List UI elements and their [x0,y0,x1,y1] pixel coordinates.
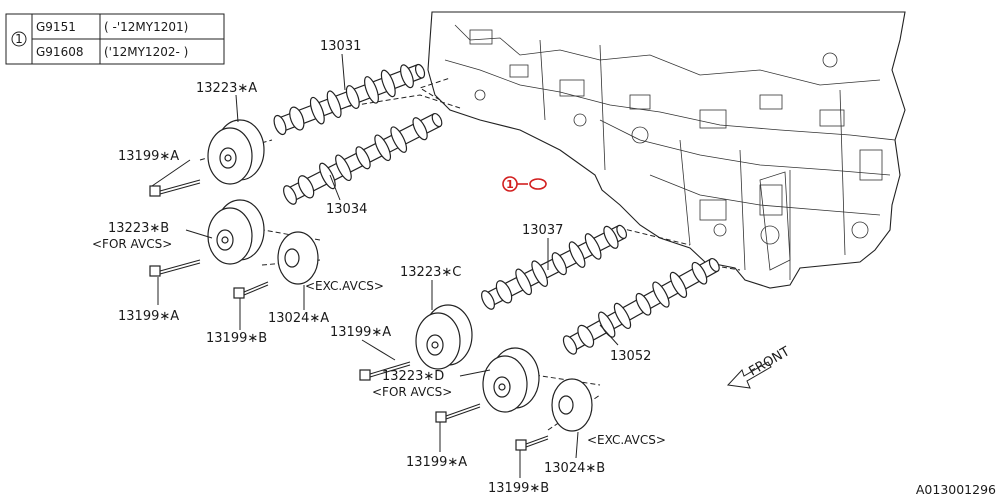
label-13052: 13052 [610,349,651,364]
label-13199-a-2: 13199∗A [118,309,179,324]
label-13223-a: 13223∗A [196,81,257,96]
label-13031: 13031 [320,39,361,54]
label-13223-c: 13223∗C [400,265,461,280]
label-13199-a-1: 13199∗A [118,149,179,164]
bolt-13199-b-2 [515,435,549,451]
front-arrow-icon [726,361,772,389]
bolt-13199-b-1 [233,281,269,299]
label-13199-b-2: 13199∗B [488,481,549,496]
label-for-avcs-2: <FOR AVCS> [372,385,452,399]
legend-ref-number: 1 [15,32,23,46]
legend-table: 1 G9151 ( -'12MY1201) G91608 ('12MY1202-… [5,13,225,65]
label-13024-a: 13024∗A [268,311,329,326]
bolt-13199-a-2 [149,259,201,277]
legend-range-1: ( -'12MY1201) [104,20,188,34]
cam-sprocket-13223-b [207,199,265,265]
legend-part-no-2: G91608 [36,45,83,59]
bolt-13199-a-4 [435,403,481,423]
camshaft-13031 [273,63,426,136]
label-13037: 13037 [522,223,563,238]
cylinder-head-illustration [427,11,906,289]
bolt-13199-a-1 [149,179,201,197]
label-13223-b: 13223∗B [108,221,169,236]
bolt-13199-a-3 [359,361,411,381]
cam-sprocket-13223-a [207,119,265,185]
legend-part-no-1: G9151 [36,20,76,34]
label-13024-b: 13024∗B [544,461,605,476]
legend-ref-circle [11,31,27,47]
cam-sprocket-13024-a [277,231,319,285]
label-13199-a-4: 13199∗A [406,455,467,470]
highlighted-o-ring: 1 [502,176,547,192]
label-13199-a-3: 13199∗A [330,325,391,340]
ref-1-number: 1 [506,178,514,191]
camshaft-13034 [283,112,443,205]
cam-sprocket-13024-b [551,378,593,432]
label-exc-avcs-2: <EXC.AVCS> [587,433,666,447]
label-exc-avcs-1: <EXC.AVCS> [305,279,384,293]
camshaft-13052 [562,257,720,355]
label-13034: 13034 [326,202,367,217]
front-label: FRONT [747,344,793,379]
label-13223-d: 13223∗D [382,369,444,384]
cam-sprocket-13223-d [482,347,540,413]
camshaft-13037 [481,224,628,310]
figure-id: A013001296 [916,482,996,497]
label-for-avcs-1: <FOR AVCS> [92,237,172,251]
front-direction-indicator: FRONT [726,344,793,389]
cam-sprocket-13223-c [415,304,473,370]
leader-lines [151,53,619,478]
legend-range-2: ('12MY1202- ) [104,45,188,59]
label-13199-b-1: 13199∗B [206,331,267,346]
o-ring-part [529,178,547,190]
